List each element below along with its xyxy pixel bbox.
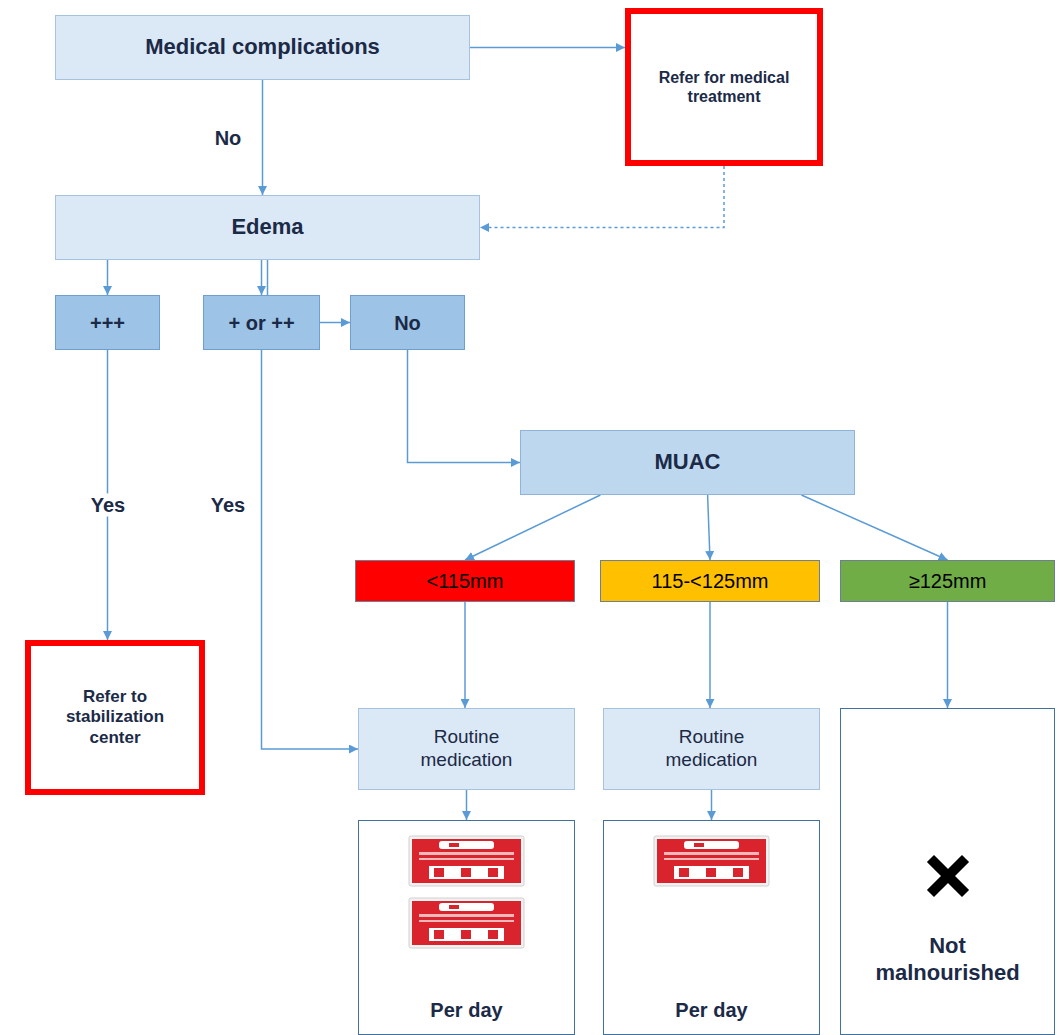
rutf-packet bbox=[409, 836, 524, 886]
node-text: Not malnourished bbox=[863, 933, 1032, 986]
connector-arrow bbox=[711, 790, 713, 820]
connector-arrow bbox=[262, 80, 264, 195]
referral-box: Refer to stabilization center bbox=[25, 640, 205, 795]
rutf-packet bbox=[409, 898, 524, 948]
connector-arrow bbox=[465, 495, 600, 560]
process-box: Routine medication bbox=[603, 708, 820, 790]
node-text: Routine medication bbox=[389, 726, 544, 772]
connector-arrow bbox=[470, 47, 625, 49]
connector-arrow bbox=[480, 166, 724, 228]
ration-box: Per day bbox=[603, 820, 820, 1035]
node-text: Refer to stabilization center bbox=[41, 687, 189, 748]
node-text: Refer for medical treatment bbox=[643, 68, 805, 106]
connector-arrow bbox=[464, 602, 466, 708]
rutf-packet bbox=[654, 836, 769, 886]
connector-arrow bbox=[262, 350, 359, 749]
node-text: Edema bbox=[231, 214, 303, 240]
decision-box: Medical complications bbox=[55, 15, 470, 80]
node-text: +++ bbox=[90, 311, 125, 335]
node-text: + or ++ bbox=[228, 311, 294, 335]
edge-label: Yes bbox=[88, 494, 128, 517]
option-box: +++ bbox=[55, 295, 160, 350]
edge-label: No bbox=[212, 127, 245, 150]
outcome-box: Not malnourished bbox=[840, 708, 1055, 1035]
edge-label: Yes bbox=[208, 494, 248, 517]
cross-symbol bbox=[934, 862, 962, 890]
connector-arrow bbox=[801, 495, 947, 560]
process-box: Routine medication bbox=[358, 708, 575, 790]
node-text: 115-<125mm bbox=[652, 569, 769, 593]
connector-arrow bbox=[107, 260, 109, 295]
node-text: Per day bbox=[675, 998, 747, 1022]
node-text: No bbox=[394, 311, 421, 335]
connector-arrow bbox=[947, 602, 949, 708]
node-text: MUAC bbox=[655, 449, 721, 475]
connector-arrow bbox=[261, 260, 263, 295]
option-box: + or ++ bbox=[203, 295, 320, 350]
connector-arrow bbox=[708, 495, 710, 560]
connector-arrow bbox=[709, 602, 711, 708]
node-text: Medical complications bbox=[145, 34, 380, 60]
connector-arrow bbox=[466, 790, 468, 820]
connector-arrow bbox=[408, 350, 521, 463]
range-box: <115mm bbox=[355, 560, 575, 602]
node-text: <115mm bbox=[427, 569, 504, 593]
referral-box: Refer for medical treatment bbox=[625, 8, 823, 166]
decision-box: MUAC bbox=[520, 430, 855, 495]
option-box: No bbox=[350, 295, 465, 350]
range-box: ≥125mm bbox=[840, 560, 1055, 602]
range-box: 115-<125mm bbox=[600, 560, 820, 602]
node-text: ≥125mm bbox=[909, 569, 987, 593]
decision-box: Edema bbox=[55, 195, 480, 260]
node-text: Per day bbox=[430, 998, 502, 1022]
ration-box: Per day bbox=[358, 820, 575, 1035]
node-text: Routine medication bbox=[634, 726, 789, 772]
